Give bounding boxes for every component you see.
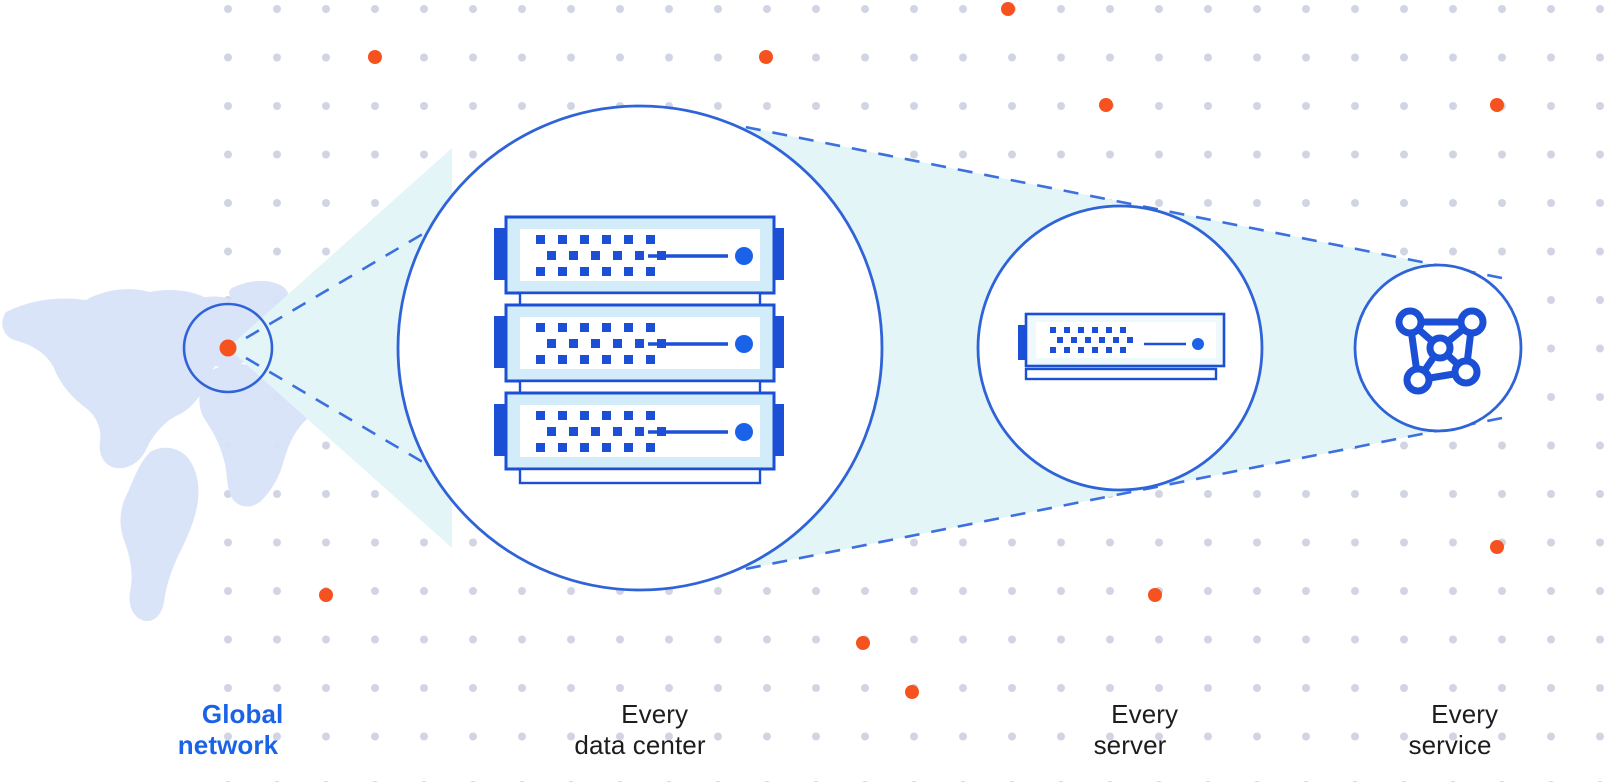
label-line-2: server [1093, 730, 1167, 760]
orange-accent-dot [1099, 98, 1113, 112]
server-unit-base [1024, 367, 1218, 381]
orange-accent-dot [1001, 2, 1015, 16]
funnel-global-to-datacenter-fill [228, 148, 452, 548]
rack-unit-1 [494, 215, 784, 307]
label-line-2: data center [574, 730, 706, 760]
rack-connector-2 [518, 379, 762, 395]
server-rack-icon [494, 215, 784, 485]
orange-accent-dot [319, 588, 333, 602]
rack-unit-2 [494, 303, 784, 395]
network-mesh-icon [1395, 307, 1487, 395]
server-unit-icon [1018, 312, 1226, 381]
server-unit-led-icon [1192, 338, 1204, 350]
orange-accent-dot [1490, 98, 1504, 112]
label-line-2: service [1408, 730, 1492, 760]
orange-accent-dot [856, 636, 870, 650]
label-line-1: Every [1111, 699, 1179, 729]
orange-accent-dots [221, 2, 1504, 699]
rack-base [518, 467, 762, 485]
orange-accent-dot [1148, 588, 1162, 602]
orange-accent-dot [1490, 540, 1504, 554]
label-line-2: network [177, 730, 279, 760]
orange-accent-dot [759, 50, 773, 64]
label-line-1: Global [201, 699, 284, 729]
orange-accent-dot [221, 341, 235, 355]
funnel-line-top-2 [639, 104, 1513, 282]
rack-connector-1 [518, 291, 762, 307]
orange-accent-dot [368, 50, 382, 64]
map-focus-circle [182, 302, 274, 394]
rack-unit-led-icon [735, 423, 753, 441]
rack-unit-3 [494, 391, 784, 485]
rack-unit-led-icon [735, 247, 753, 265]
label-line-1: Every [621, 699, 689, 729]
rack-unit-led-icon [735, 335, 753, 353]
orange-accent-dot [905, 685, 919, 699]
label-line-1: Every [1431, 699, 1499, 729]
funnel-line-bottom-2 [639, 414, 1513, 592]
